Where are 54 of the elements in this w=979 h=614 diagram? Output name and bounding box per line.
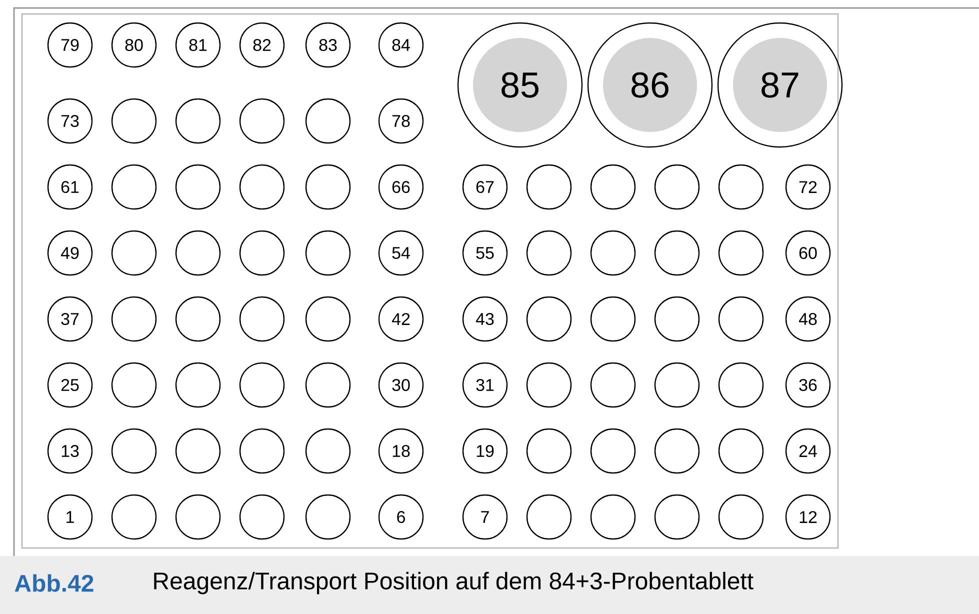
empty-position-circle — [305, 494, 351, 540]
empty-position-circle — [526, 494, 572, 540]
empty-position-circle — [654, 362, 700, 408]
empty-position-circle — [654, 164, 700, 210]
empty-position-circle — [175, 296, 221, 342]
empty-position-circle — [718, 362, 764, 408]
empty-position-circle — [239, 494, 285, 540]
empty-position-circle — [526, 164, 572, 210]
empty-position-circle — [526, 296, 572, 342]
empty-position-circle — [305, 296, 351, 342]
empty-position-circle — [590, 362, 636, 408]
empty-position-circle — [111, 296, 157, 342]
empty-position-circle — [175, 164, 221, 210]
empty-position-circle — [111, 428, 157, 474]
empty-position-circle — [239, 164, 285, 210]
empty-position-circle — [590, 164, 636, 210]
empty-position-circle — [175, 362, 221, 408]
empty-position-circle — [526, 428, 572, 474]
empty-position-circle — [239, 296, 285, 342]
empty-position-circle — [526, 230, 572, 276]
figure-number: Abb.42 — [14, 574, 94, 592]
empty-position-circle — [239, 428, 285, 474]
empty-position-circle — [654, 296, 700, 342]
empty-position-circle — [239, 230, 285, 276]
empty-position-circle — [175, 98, 221, 144]
empty-position-circle — [239, 362, 285, 408]
empty-position-circle — [239, 98, 285, 144]
empty-position-circle — [718, 164, 764, 210]
empty-position-circle — [305, 164, 351, 210]
empty-position-circle — [590, 494, 636, 540]
empty-position-circle — [111, 494, 157, 540]
empty-position-circle — [111, 164, 157, 210]
empty-position-circle — [654, 428, 700, 474]
empty-position-circle — [718, 428, 764, 474]
empty-position-circle — [305, 230, 351, 276]
empty-position-circle — [111, 98, 157, 144]
empty-position-circle — [654, 494, 700, 540]
figure-caption: Reagenz/Transport Position auf dem 84+3-Probentablett — [154, 572, 754, 594]
empty-position-circle — [175, 230, 221, 276]
empty-position-circle — [590, 230, 636, 276]
empty-position-circle — [718, 296, 764, 342]
empty-position-circle — [718, 230, 764, 276]
empty-position-circle — [175, 494, 221, 540]
empty-position-circle — [590, 428, 636, 474]
empty-position-circle — [111, 362, 157, 408]
empty-position-circle — [305, 428, 351, 474]
empty-position-circle — [654, 230, 700, 276]
empty-position-circle — [590, 296, 636, 342]
empty-position-circle — [718, 494, 764, 540]
empty-position-circle — [526, 362, 572, 408]
empty-position-circle — [305, 98, 351, 144]
empty-position-circle — [111, 230, 157, 276]
empty-position-circle — [305, 362, 351, 408]
empty-position-circle — [175, 428, 221, 474]
